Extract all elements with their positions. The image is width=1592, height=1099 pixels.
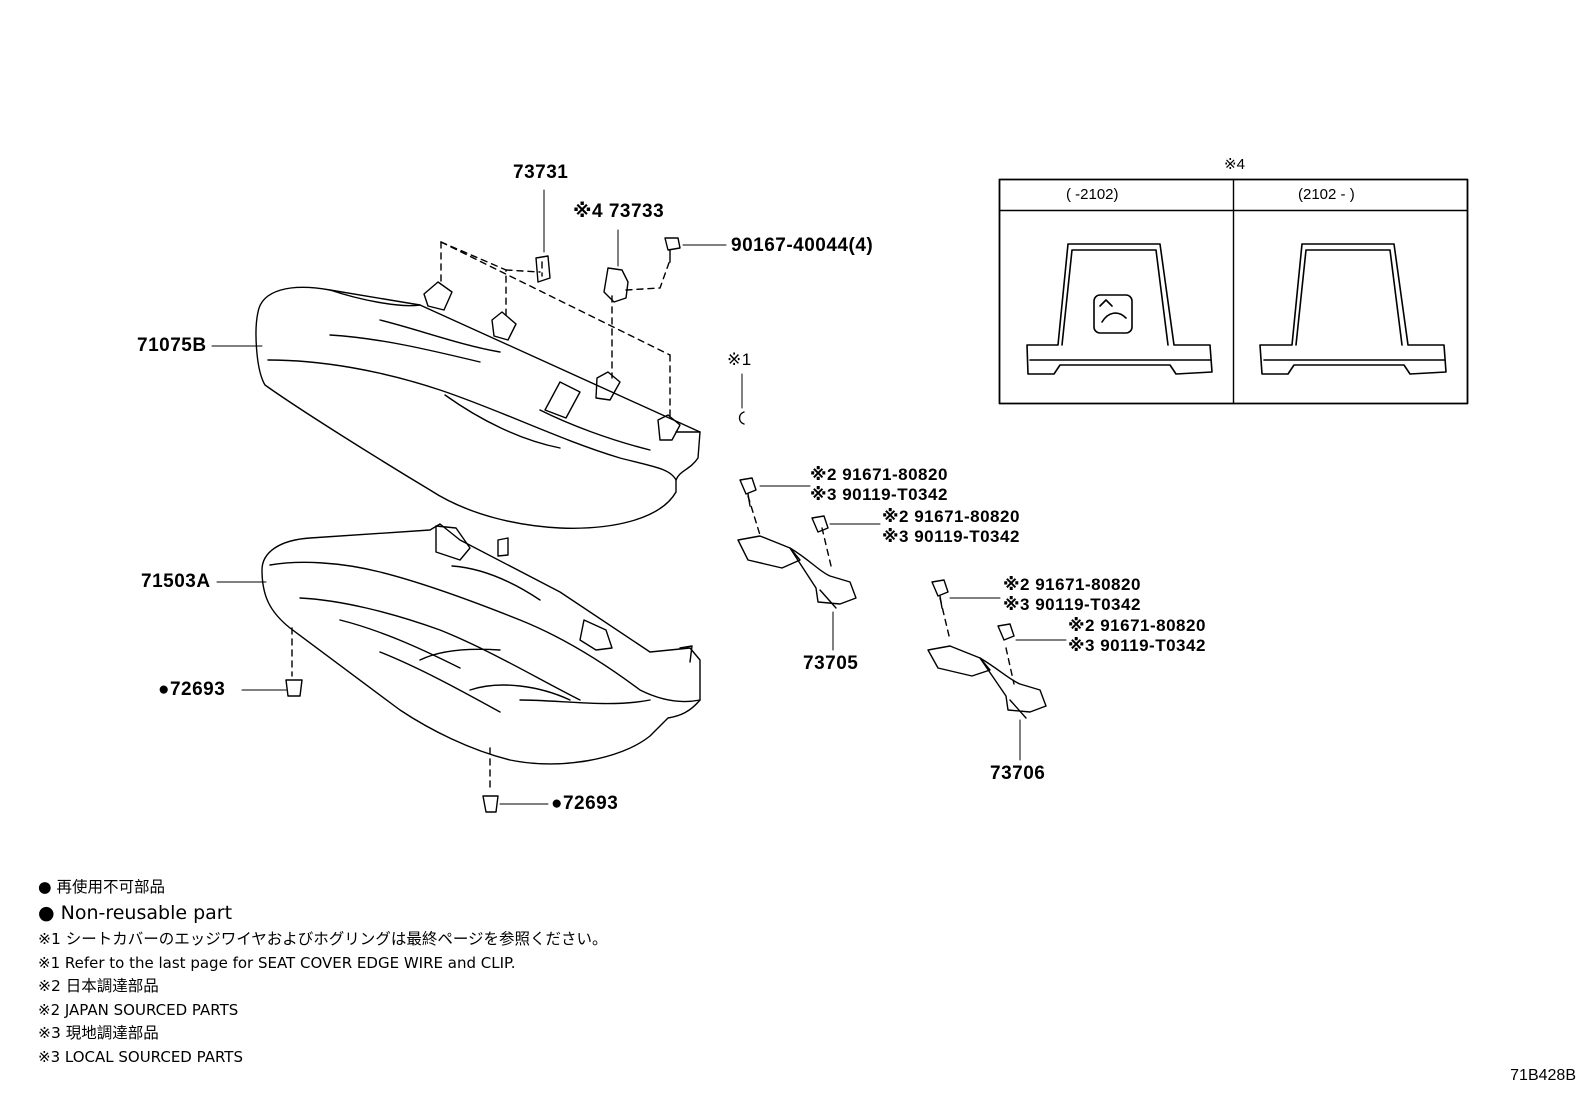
callout-bolt-c-local: ※3 90119-T0342	[1003, 595, 1141, 614]
hinge-73706-drawing	[927, 579, 1047, 719]
callout-bolt-d-local: ※3 90119-T0342	[1068, 636, 1206, 655]
seat-cushion-drawing	[261, 523, 701, 765]
callout-71075b: 71075B	[137, 335, 207, 356]
legend-non-reusable-en: ● Non-reusable part	[38, 902, 233, 924]
callout-90167-40044: 90167-40044(4)	[731, 235, 874, 256]
inset-title: ※4	[1224, 156, 1245, 173]
bracket-variant-old-drawing	[1026, 243, 1213, 375]
callout-72693-left: ●72693	[158, 679, 226, 700]
seat-back-cover-drawing	[255, 281, 701, 529]
legend-non-reusable-ja: ● 再使用不可部品	[38, 878, 165, 896]
callout-bolt-b-japan: ※2 91671-80820	[882, 507, 1020, 526]
callout-73731: 73731	[513, 162, 569, 183]
callout-71503a: 71503A	[141, 571, 211, 592]
leader-lines	[211, 189, 1067, 805]
inset-variant-box	[998, 178, 1469, 405]
callout-73706: 73706	[990, 763, 1046, 784]
callout-bolt-b-local: ※3 90119-T0342	[882, 527, 1020, 546]
inset-header-right: (2102 - )	[1298, 186, 1355, 203]
assembly-guide-lines	[291, 241, 1015, 793]
clip-72693-bottom-drawing	[482, 795, 499, 813]
legend-note3-ja: ※3 現地調達部品	[38, 1024, 159, 1042]
legend-note2-ja: ※2 日本調達部品	[38, 977, 159, 995]
callout-72693-bottom: ●72693	[551, 793, 619, 814]
hog-ring-drawing	[738, 411, 745, 425]
inset-header-left: ( -2102)	[1066, 186, 1119, 203]
screw-90167-drawing	[664, 237, 681, 263]
callout-bolt-a-local: ※3 90119-T0342	[810, 485, 948, 504]
diagram-reference-code: 71B428B	[1510, 1067, 1576, 1084]
clip-73731-drawing	[535, 255, 551, 283]
legend-note1-en: ※1 Refer to the last page for SEAT COVER…	[38, 954, 516, 972]
legend-note3-en: ※3 LOCAL SOURCED PARTS	[38, 1048, 243, 1066]
legend-note1-ja: ※1 シートカバーのエッジワイヤおよびホグリングは最終ページを参照ください。	[38, 930, 608, 948]
callout-bolt-c-japan: ※2 91671-80820	[1003, 575, 1141, 594]
bracket-73733-drawing	[603, 267, 629, 303]
callout-73733: ※4 73733	[573, 201, 665, 222]
callout-bolt-d-japan: ※2 91671-80820	[1068, 616, 1206, 635]
bracket-variant-new-drawing	[1259, 243, 1447, 375]
callout-bolt-a-japan: ※2 91671-80820	[810, 465, 948, 484]
callout-73705: 73705	[803, 653, 859, 674]
legend-note2-en: ※2 JAPAN SOURCED PARTS	[38, 1001, 239, 1019]
callout-note1-hog-ring: ※1	[727, 350, 752, 369]
clip-72693-left-drawing	[285, 679, 303, 697]
hinge-73705-drawing	[737, 477, 857, 609]
